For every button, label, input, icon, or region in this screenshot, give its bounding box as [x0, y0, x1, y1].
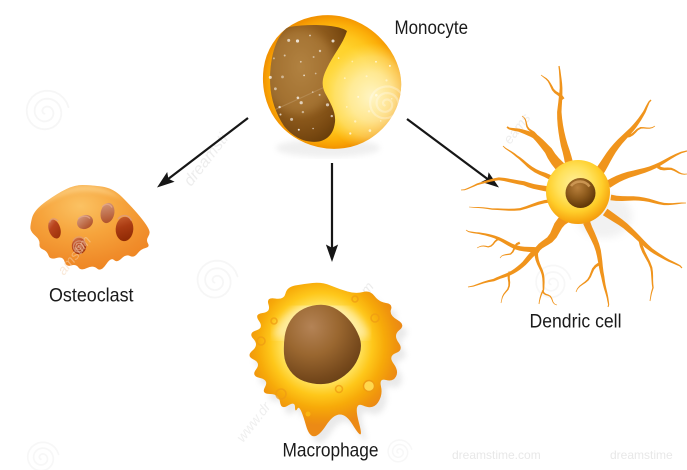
- svg-text:Monocyte: Monocyte: [395, 17, 469, 39]
- svg-text:Macrophage: Macrophage: [283, 440, 379, 462]
- svg-text:dreamstime.com: dreamstime.com: [452, 448, 541, 462]
- svg-text:Osteoclast: Osteoclast: [49, 285, 134, 307]
- svg-text:dreamstime: dreamstime: [610, 448, 673, 462]
- svg-text:Dendric cell: Dendric cell: [530, 311, 622, 333]
